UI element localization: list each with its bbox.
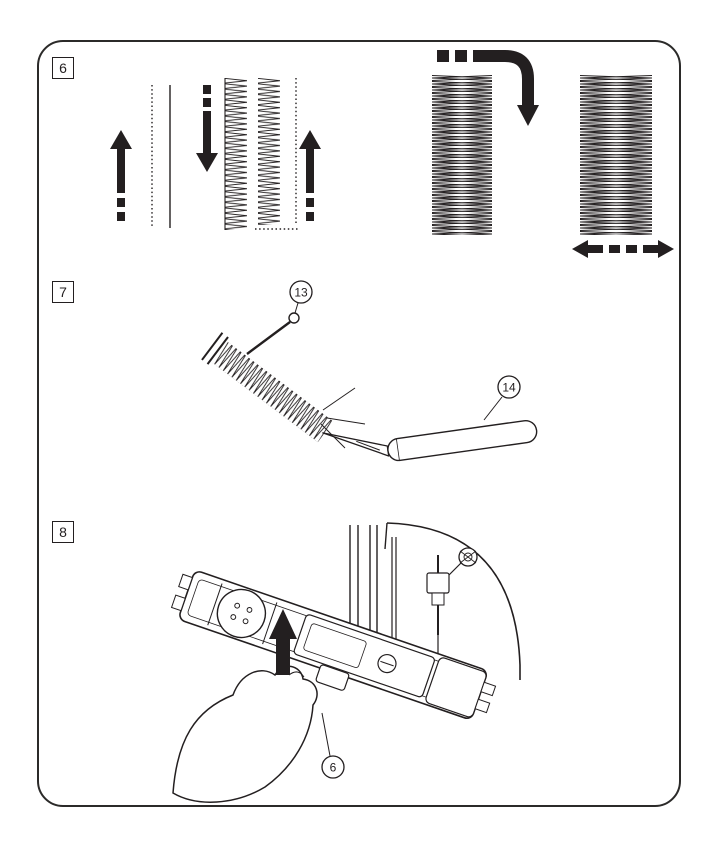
callout-14-badge [497,375,521,399]
open-buttonhole-illustration: 13 14 [201,280,538,462]
button-holder-tab [315,664,350,691]
callout-6-label: 6 [330,761,337,775]
step-number-box-8: 8 [52,521,74,543]
machine-head [384,522,521,680]
zigzag-buttonhole [580,75,652,235]
push-up-arrow-icon [269,609,297,675]
step-number-box-7: 7 [52,281,74,303]
step6-panel-5 [572,75,674,258]
page-border [37,40,681,807]
pin-illustration [246,312,300,355]
down-arrow-icon [196,85,218,172]
callout-6: 6 [321,712,345,779]
callout-14-label: 14 [502,381,516,395]
step6-panel-2 [196,78,247,230]
hand [172,665,318,803]
callout-14: 14 [483,375,521,421]
buttonhole-sequence-illustration [110,50,674,258]
width-double-arrow-icon [572,240,674,258]
callout-13-label: 13 [294,286,308,300]
needle-assembly [426,547,478,697]
zigzag-column [258,78,280,225]
zigzag-buttonhole [432,75,492,235]
up-arrow-icon [299,130,321,221]
callout-6-badge [321,755,345,779]
buttonhole-band [201,332,334,443]
zigzag-column [225,78,247,230]
up-arrow-icon [110,130,132,221]
curved-arrow-icon [437,50,539,126]
step6-panel-1 [110,85,171,228]
step-number-box-6: 6 [52,57,74,79]
buttonhole-foot [170,571,497,719]
seam-ripper [322,419,538,462]
callout-13-badge [289,280,313,304]
callout-13: 13 [289,280,313,314]
step6-panel-3 [255,78,321,230]
button [216,588,267,639]
step6-panel-4 [432,50,539,235]
buttonhole-foot-illustration: 6 [170,522,521,803]
